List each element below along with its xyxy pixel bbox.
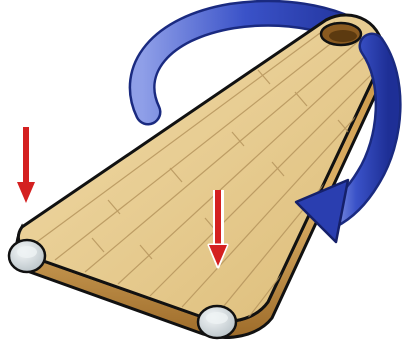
right-foot [198, 306, 236, 338]
hanging-hole [321, 23, 361, 45]
down-arrow-left-icon [17, 127, 35, 203]
left-foot [9, 240, 45, 272]
